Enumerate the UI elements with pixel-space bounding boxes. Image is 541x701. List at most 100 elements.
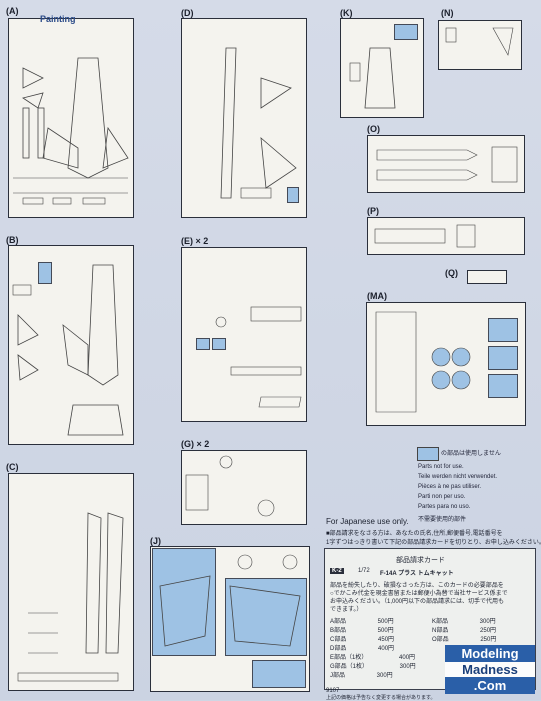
parts-tree-p-drawing	[374, 224, 476, 248]
price-row: G部品（1枚） 300円	[330, 661, 416, 670]
legend-fr: Pièces à ne pas utiliser.	[418, 484, 482, 490]
price-value: 500円	[377, 619, 394, 625]
unused-part-k	[394, 24, 418, 40]
parts-tree-o-drawing	[376, 146, 518, 183]
card-text-3: お申込みください。（1,000円以下の部品請求には、切手で代用も	[330, 599, 505, 605]
price-row: A部品 500円	[330, 616, 394, 625]
japanese-only-note: For Japanese use only.	[326, 517, 409, 526]
price-row: O部品 250円	[432, 634, 496, 643]
parts-tree-d-drawing	[220, 47, 297, 199]
panel-label-p: (P)	[367, 206, 379, 216]
unused-part-ma2	[488, 346, 518, 370]
card-kit-name: F-14A プラス トムキャット	[380, 571, 454, 577]
price-part: J部品	[330, 673, 347, 679]
unused-part-ma1	[488, 318, 518, 342]
price-row: C部品 450円	[330, 634, 394, 643]
price-part: C部品	[330, 637, 349, 643]
legend-it: Parti non per uso.	[418, 494, 466, 500]
price-row: J部品 300円	[330, 670, 393, 679]
unused-part-b	[38, 262, 52, 284]
price-value: 450円	[378, 637, 395, 643]
parts-tree-o	[367, 135, 525, 193]
order-instruction-1: ■部品請求をなさる方は、あなたの氏名,住所,郵便番号,電話番号を	[326, 531, 503, 537]
card-code: K-2	[330, 568, 344, 574]
price-value: 300円	[479, 619, 496, 625]
parts-tree-k-drawing	[349, 47, 396, 109]
legend-jp: の部品は使用しません	[441, 451, 501, 457]
panel-label-k: (K)	[340, 8, 353, 18]
panel-label-d: (D)	[181, 8, 194, 18]
parts-tree-q	[467, 270, 507, 284]
unused-part-ma3	[488, 374, 518, 398]
parts-tree-b-drawing	[12, 264, 124, 436]
parts-tree-d	[181, 18, 307, 218]
panel-label-c: (C)	[6, 462, 19, 472]
legend-en: Parts not for use.	[418, 464, 464, 470]
price-part: G部品（1枚）	[330, 664, 370, 670]
bottom-note: 上記の価格は予告なく変更する場合があります。	[326, 695, 436, 701]
price-value: 400円	[378, 646, 395, 652]
parts-tree-c-drawing	[17, 512, 124, 682]
watermark-line-1: Modeling	[445, 645, 535, 662]
parts-tree-ma-drawing	[375, 311, 471, 413]
price-part: B部品	[330, 628, 348, 634]
parts-tree-c	[8, 473, 134, 691]
parts-tree-g-drawing	[185, 455, 275, 517]
panel-label-ma: (MA)	[367, 291, 387, 301]
legend-cn: 不需要使用的部件	[418, 517, 467, 523]
parts-tree-b	[8, 245, 134, 445]
panel-label-e: (E) × 2	[181, 236, 209, 246]
parts-tree-n-drawing	[445, 27, 514, 56]
parts-tree-j-drawing	[159, 554, 301, 647]
panel-label-a: (A)	[6, 6, 19, 16]
order-instruction-2: 1字ずつはっきり書いて下記の部品請求カードを切りとり、お申し込みください。	[326, 540, 541, 546]
unused-part-j1	[152, 548, 216, 656]
parts-tree-a-drawing	[13, 57, 129, 205]
legend-es: Partes para no uso.	[418, 504, 471, 510]
panel-label-b: (B)	[6, 235, 19, 245]
price-value: 300円	[376, 673, 393, 679]
watermark-line-3: .Com	[445, 677, 535, 694]
price-value: 250円	[480, 637, 497, 643]
price-value: 300円	[399, 664, 416, 670]
price-row: K部品 300円	[432, 616, 496, 625]
card-title: 部品請求カード	[396, 557, 445, 564]
card-text-4: できます。）	[330, 607, 363, 613]
panel-label-o: (O)	[367, 124, 380, 134]
unused-part-j3	[252, 660, 306, 688]
legend-de: Teile werden nicht verwendet.	[418, 474, 498, 480]
watermark-line-2: Madness	[445, 662, 535, 677]
unused-parts-swatch	[417, 447, 439, 461]
panel-label-j: (J)	[150, 536, 161, 546]
header-fragment: Painting	[40, 14, 76, 24]
unused-part-d	[287, 187, 299, 203]
unused-part-e1	[196, 338, 210, 350]
price-value: 250円	[480, 628, 497, 634]
price-part: A部品	[330, 619, 348, 625]
price-row: D部品 400円	[330, 643, 394, 652]
price-part: N部品	[432, 628, 451, 634]
card-scale: 1/72	[358, 568, 370, 574]
price-value: 400円	[399, 655, 416, 661]
price-part: K部品	[432, 619, 450, 625]
unused-part-e2	[212, 338, 226, 350]
price-row: N部品 250円	[432, 625, 496, 634]
panel-label-q: (Q)	[445, 268, 458, 278]
watermark-logo: Modeling Madness .Com	[445, 645, 535, 694]
price-value: 500円	[377, 628, 394, 634]
parts-tree-g	[181, 450, 307, 525]
parts-tree-e-drawing	[215, 306, 302, 408]
panel-label-g: (G) × 2	[181, 439, 210, 449]
parts-tree-p	[367, 217, 525, 255]
price-part: E部品（1枚）	[330, 655, 370, 661]
price-row: E部品（1枚） 400円	[330, 652, 415, 661]
price-part: O部品	[432, 637, 451, 643]
price-row: B部品 500円	[330, 625, 394, 634]
parts-tree-e	[181, 247, 307, 422]
card-text-1: 部品を紛失したり、破損なさった方は、このカードの必要部品を	[330, 583, 504, 589]
panel-label-n: (N)	[441, 8, 454, 18]
card-text-2: ○でかこみ代金を現金書留または郵便小為替で当社サービス係まで	[330, 591, 508, 597]
price-part: D部品	[330, 646, 349, 652]
bottom-code: 9107	[326, 688, 340, 694]
parts-tree-n	[438, 20, 522, 70]
